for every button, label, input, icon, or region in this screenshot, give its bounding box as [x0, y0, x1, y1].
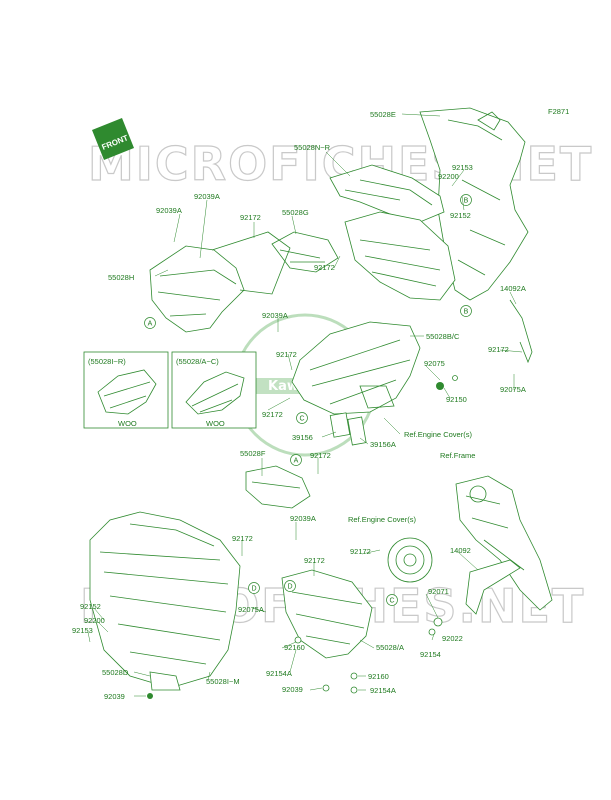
marker-a-top: A [144, 317, 156, 329]
label-92022: 92022 [442, 634, 463, 643]
label-55028e: 55028E [370, 110, 396, 119]
frame-ref [455, 475, 553, 611]
inset-right: (55028/A~C) WOO [171, 351, 257, 429]
inset-right-title: (55028/A~C) [176, 357, 219, 366]
bolt-92039 [147, 693, 153, 699]
label-92039: 92039 [104, 692, 125, 701]
grommet-39156 [329, 412, 367, 446]
label-92172-9: 92172 [304, 556, 325, 565]
label-92039-lower: 92039 [282, 685, 303, 694]
figure-code: F2871 [548, 107, 569, 116]
marker-d-lower-left: D [248, 582, 260, 594]
grommet-92150 [436, 382, 444, 390]
label-92150: 92150 [446, 395, 467, 404]
svg-text:D: D [251, 586, 256, 593]
inset-right-caption: WOO [206, 419, 225, 428]
side-panel-55028h [149, 231, 291, 333]
label-92152-2: 92152 [80, 602, 101, 611]
bolt-92154 [428, 628, 436, 636]
lower-cowl-55028lm [89, 511, 241, 689]
label-92172-3: 92172 [276, 350, 297, 359]
label-92153-2: 92153 [72, 626, 93, 635]
label-92154a-2: 92154A [370, 686, 396, 695]
screw-92160-right [350, 672, 358, 680]
marker-a-lower: A [290, 454, 302, 466]
front-arrow-icon: FRONT [92, 118, 134, 160]
marker-b-upper: B [460, 194, 472, 206]
label-92172-1: 92172 [240, 213, 261, 222]
label-92172-6: 92172 [310, 451, 331, 460]
label-55028h: 55028H [108, 273, 134, 282]
label-55028n: 55028N~R [294, 143, 331, 152]
inset-left-caption: WOO [118, 419, 137, 428]
label-55028a: 55028/A [376, 643, 404, 652]
screw-92154a [350, 686, 358, 694]
label-92153-1: 92153 [452, 163, 473, 172]
bracket-14092 [465, 559, 521, 615]
label-55028bc: 55028B/C [426, 332, 460, 341]
inset-left: (55028I~R) WOO [83, 351, 169, 429]
svg-text:C: C [299, 416, 304, 423]
label-55028g: 55028G [282, 208, 309, 217]
label-55028f: 55028F [240, 449, 266, 458]
svg-text:D: D [287, 584, 292, 591]
ref-engine-cover-bottom: Ref.Engine Cover(s) [348, 515, 416, 524]
label-92039a-3: 92039A [262, 311, 288, 320]
label-92071: 92071 [428, 587, 449, 596]
inner-cowl-piece [271, 231, 339, 273]
marker-d-lower-mid: D [284, 580, 296, 592]
svg-text:A: A [148, 321, 153, 328]
bracket-55028d [149, 671, 181, 691]
label-92172-7: 92172 [232, 534, 253, 543]
label-92154a-1: 92154A [266, 669, 292, 678]
svg-text:C: C [389, 598, 394, 605]
label-14092a: 14092A [500, 284, 526, 293]
bracket-14092a [509, 299, 533, 364]
svg-text:A: A [294, 458, 299, 465]
label-92172-2: 92172 [314, 263, 335, 272]
screw-92039-lower [322, 684, 330, 692]
svg-text:B: B [464, 198, 469, 205]
label-92200-1: 92200 [438, 172, 459, 181]
side-cowl-55028f [245, 465, 311, 509]
label-92160-2: 92160 [368, 672, 389, 681]
label-55028lm: 55028I~M [206, 677, 240, 686]
marker-c-lower: C [386, 594, 398, 606]
label-92160-1: 92160 [284, 643, 305, 652]
svg-text:B: B [464, 309, 469, 316]
label-92172-8: 92172 [350, 547, 371, 556]
label-55028d: 55028D [102, 668, 129, 677]
label-92152-1: 92152 [450, 211, 471, 220]
leader-lines [87, 113, 523, 697]
engine-cover-ref [387, 537, 433, 583]
label-92075: 92075 [424, 359, 445, 368]
label-92039a-1: 92039A [194, 192, 220, 201]
label-39156: 39156 [292, 433, 313, 442]
label-92200-2: 92200 [84, 616, 105, 625]
label-39156a: 39156A [370, 440, 396, 449]
label-92172-4: 92172 [488, 345, 509, 354]
label-92075a-2: 92075A [238, 605, 264, 614]
label-92039a-2: 92039A [156, 206, 182, 215]
label-92039a-4: 92039A [290, 514, 316, 523]
label-92075a-1: 92075A [500, 385, 526, 394]
marker-c-mid: C [296, 412, 308, 424]
lower-panel-55028a [281, 569, 373, 659]
label-14092: 14092 [450, 546, 471, 555]
cowl-top-piece [329, 164, 445, 223]
ref-frame: Ref.Frame [440, 451, 475, 460]
side-cowl-55028bc [291, 321, 421, 415]
inset-left-title: (55028I~R) [88, 357, 126, 366]
ref-engine-cover-top: Ref.Engine Cover(s) [404, 430, 472, 439]
label-92154: 92154 [420, 650, 441, 659]
bolt-92075 [452, 375, 458, 381]
marker-b-top: B [460, 305, 472, 317]
label-92172-5: 92172 [262, 410, 283, 419]
inner-panel-part [344, 211, 456, 301]
screw-92160 [294, 636, 302, 644]
washer-92071 [433, 617, 443, 627]
